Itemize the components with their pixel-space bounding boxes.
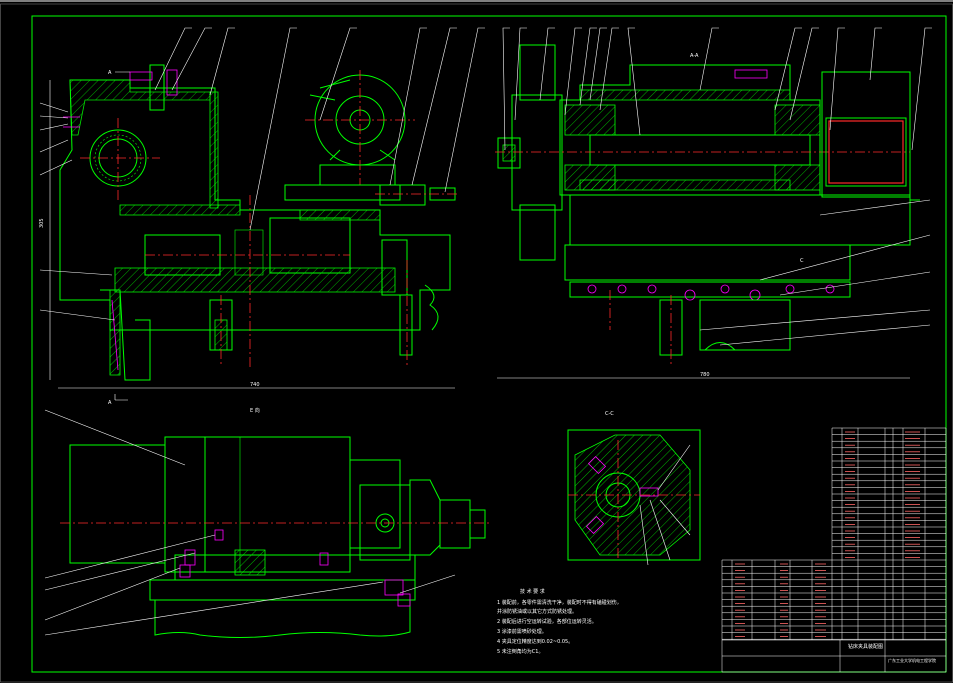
mark-a-bottom: A	[108, 400, 112, 406]
tech-req-item-5: 5 未注倒角均为C1。	[497, 648, 543, 655]
section-cc-view: C-C	[567, 411, 701, 566]
main-section-view: 305 740 A A	[39, 27, 485, 406]
title-block-school: 广东工业大学机电工程学院	[888, 657, 936, 663]
title-block-name: 钻床夹具装配图	[848, 643, 883, 650]
tech-req-item-1: 1 装配前，各零件需清洗干净，装配时不得有磕碰划伤，	[497, 599, 622, 606]
tech-req-item-1b: 并涂防锈油或以其它方式防锈处理。	[497, 608, 577, 615]
left-height-dim: 305	[39, 218, 45, 228]
tech-req-item-4: 4 夹具定位精度达到0.02~0.05。	[497, 638, 573, 645]
view-e: E 向	[44, 407, 490, 638]
parts-list-table	[721, 427, 947, 673]
view-e-label: E 向	[250, 407, 260, 414]
tech-req-item-2: 2 装配后进行空运转试验，各部位运转灵活。	[497, 618, 597, 625]
tech-requirements: 技 术 要 求 1 装配前，各零件需清洗干净，装配时不得有磕碰划伤， 并涂防锈油…	[497, 588, 622, 655]
drawing-frame	[31, 15, 947, 673]
section-aa-label: A-A	[690, 53, 699, 59]
right-width-dim: 780	[700, 372, 710, 378]
section-aa-view: A-A	[495, 27, 932, 379]
mark-c: C	[800, 258, 804, 264]
tech-req-item-3: 3 涂漆前需喷砂处理。	[497, 628, 547, 635]
mark-a-top: A	[108, 70, 112, 76]
left-width-dim: 740	[250, 382, 260, 388]
title-block: 钻床夹具装配图 广东工业大学机电工程学院	[848, 643, 936, 663]
section-cc-label: C-C	[605, 411, 614, 417]
tech-req-title: 技 术 要 求	[520, 588, 545, 595]
